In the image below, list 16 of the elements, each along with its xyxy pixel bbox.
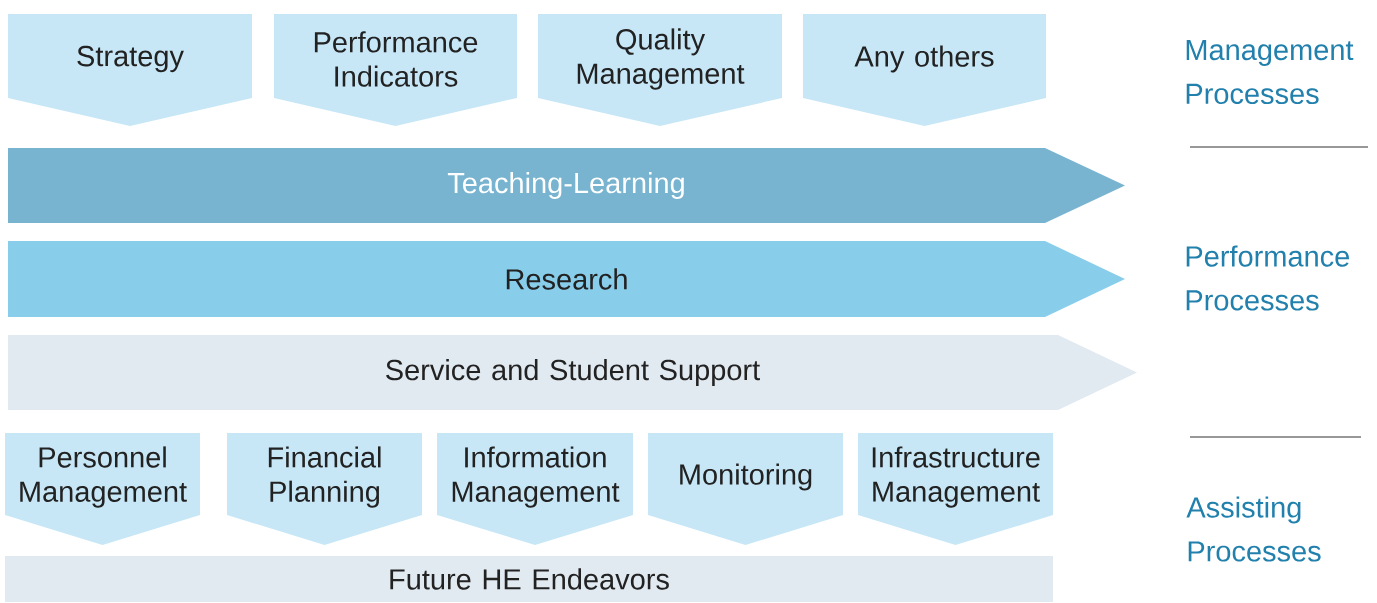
process-bar: Future HE Endeavors [5, 556, 1053, 602]
process-banner: Research [8, 241, 1125, 317]
section-label: Management Processes [1186, 39, 1354, 105]
process-pentagon: Performance Indicators [274, 14, 517, 126]
section-label: Assisting Processes [1186, 496, 1321, 562]
process-pentagon: Quality Management [538, 14, 782, 126]
process-banner: Service and Student Support [8, 335, 1137, 410]
section-label: Performance Processes [1186, 245, 1349, 311]
process-pentagon: Information Management [437, 433, 633, 545]
process-pentagon: Personnel Management [5, 433, 200, 545]
process-banner: Teaching-Learning [8, 148, 1125, 223]
process-pentagon: Monitoring [648, 433, 843, 545]
process-pentagon: Any others [803, 14, 1046, 126]
process-pentagon: Strategy [8, 14, 252, 126]
process-pentagon: Financial Planning [227, 433, 422, 545]
process-pentagon: Infrastructure Management [858, 433, 1053, 545]
